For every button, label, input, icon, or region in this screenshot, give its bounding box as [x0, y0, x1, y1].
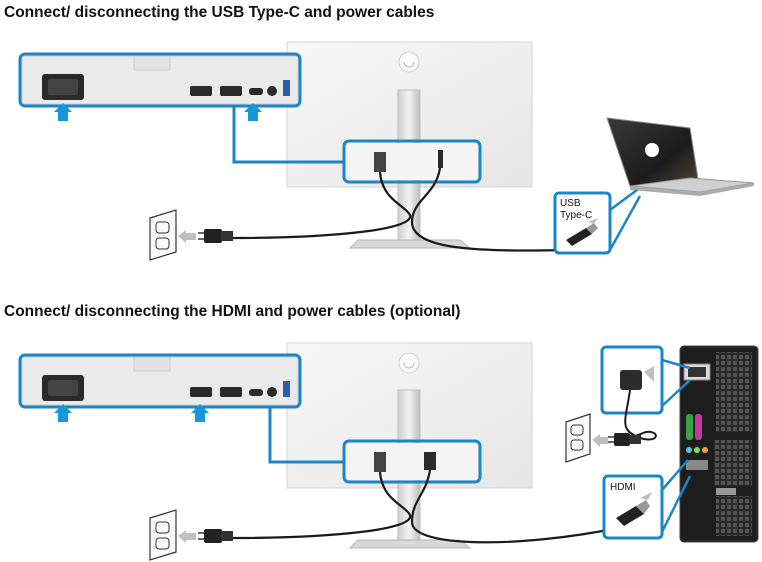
plug-arrow-2-icon — [178, 530, 196, 543]
hdmi-port-b-icon — [220, 387, 242, 397]
callout-connector-2 — [268, 407, 344, 464]
hdmi-plug-icon — [616, 500, 650, 526]
usb-c-port-icon — [249, 88, 263, 95]
usb-c-callout-box — [553, 191, 612, 255]
power-cable-2 — [231, 471, 412, 540]
usb-c-plug-icon — [566, 223, 598, 246]
power-plug-4-icon — [608, 433, 641, 446]
section-1-heading: Connect/ disconnecting the USB Type-C an… — [4, 4, 435, 21]
power-plug-2-icon — [198, 529, 233, 543]
section-1-diagram: USB Type-C — [18, 41, 755, 261]
hdmi-port-1-icon — [190, 86, 212, 96]
hdmi-label: HDMI — [610, 482, 636, 493]
hdmi-port-2-icon — [220, 86, 242, 96]
hdmi-port-a-icon — [190, 387, 212, 397]
usb-a-port-icon — [283, 80, 290, 96]
section-2-heading: Connect/ disconnecting the HDMI and powe… — [4, 303, 461, 320]
section-2-diagram: HDMI — [18, 342, 759, 561]
callout-connector-1 — [232, 106, 344, 164]
laptop-icon — [606, 117, 755, 196]
usb-c-port-arrow-icon — [244, 103, 262, 121]
power-plug-3-icon — [620, 370, 642, 390]
audio-port-icon — [267, 86, 277, 96]
plug-arrow-1-icon — [178, 230, 196, 243]
hdmi-cable — [410, 469, 619, 544]
usb-c-plug-arrow-icon — [588, 218, 598, 224]
wall-outlet-2-icon — [149, 509, 177, 561]
usb-c-label-line2: Type-C — [560, 210, 592, 221]
power-plug-callout — [600, 345, 691, 441]
usb-c-label-line1: USB — [560, 198, 581, 209]
power-cable-1 — [231, 171, 412, 240]
port-panel-zoom-1 — [21, 55, 299, 105]
power-port-arrow-1-icon — [54, 103, 72, 121]
monitor-port-box-2 — [342, 439, 482, 484]
power-port-arrow-2-icon — [54, 404, 72, 422]
usb-c-cable — [410, 167, 567, 252]
power-plug-1-icon — [198, 229, 233, 243]
port-panel-zoom-2 — [21, 356, 299, 406]
port-panel-callout-1 — [18, 52, 302, 108]
hdmi-callout-box — [602, 474, 664, 540]
monitor-port-box-1 — [342, 139, 482, 184]
wall-outlet-1-icon — [149, 209, 177, 261]
desktop-tower-icon — [679, 345, 759, 543]
wall-outlet-3-icon — [565, 413, 591, 463]
port-panel-callout-2 — [18, 353, 302, 409]
hdmi-port-arrow-icon — [191, 404, 209, 422]
